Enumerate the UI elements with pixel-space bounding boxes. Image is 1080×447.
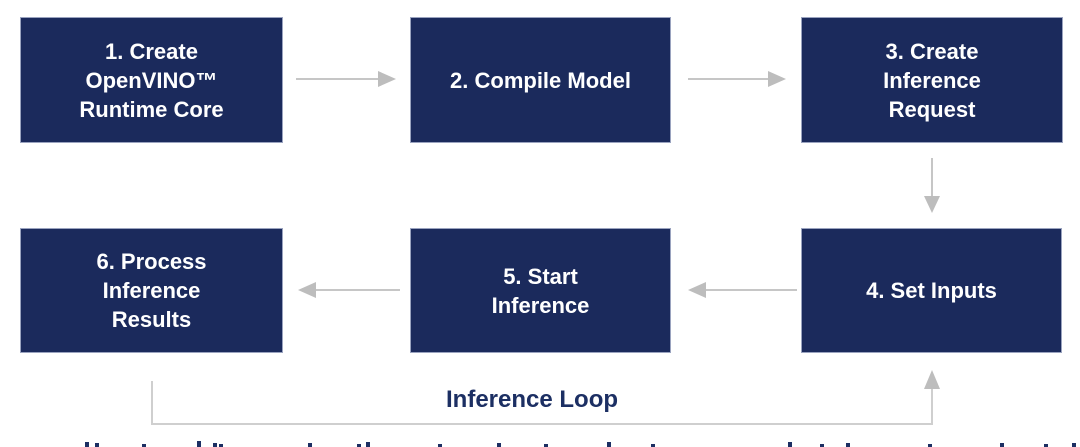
cropped-text-fragment <box>788 442 792 447</box>
arrow-step1-to-step2-icon <box>296 71 396 87</box>
cropped-text-fragment <box>213 443 217 447</box>
step-box-4-set-inputs: 4. Set Inputs <box>801 228 1062 353</box>
cropped-text-fragment <box>197 441 201 447</box>
step-box-1-text: 1. Create OpenVINO™ Runtime Core <box>79 37 223 124</box>
step-box-3-text: 3. Create Inference Request <box>883 37 981 124</box>
cropped-text-fragment <box>357 444 361 447</box>
step-label-line: Inference <box>491 292 590 318</box>
step-box-6-process-inference-results: 6. Process Inference Results <box>20 228 283 353</box>
arrow-step4-to-step5-icon <box>688 282 797 298</box>
cropped-text-fragment <box>142 444 146 447</box>
arrow-step2-to-step3-icon <box>688 71 786 87</box>
cropped-text-fragment <box>219 444 223 447</box>
arrow-step5-to-step6-icon <box>298 282 400 298</box>
cropped-text-fragment <box>95 443 99 447</box>
cropped-text-fragment <box>1044 444 1048 447</box>
step-box-2-text: 2. Compile Model <box>450 66 631 95</box>
inference-loop-label: Inference Loop <box>446 386 619 413</box>
cropped-text-fragment <box>85 442 89 447</box>
cropped-text-fragment <box>497 443 501 447</box>
step-box-2-compile-model: 2. Compile Model <box>410 17 671 143</box>
cropped-text-fragment <box>544 444 548 447</box>
cropped-text-fragments <box>0 439 1080 447</box>
step-box-3-create-inference-request: 3. Create Inference Request <box>801 17 1063 143</box>
cropped-text-fragment <box>928 444 932 447</box>
cropped-text-fragment <box>366 442 370 447</box>
arrow-step3-to-step4-icon <box>924 158 940 213</box>
cropped-text-fragment <box>438 444 442 447</box>
step-label-line: 6. Process <box>96 249 207 274</box>
step-label-line: Runtime Core <box>79 96 224 122</box>
step-label-line: Inference <box>883 67 981 93</box>
cropped-text-fragment <box>651 444 655 447</box>
cropped-text-fragment <box>820 444 824 447</box>
step-label-line: Inference <box>102 278 201 303</box>
cropped-text-fragment <box>846 443 850 447</box>
step-label-line: 3. Create <box>885 38 979 64</box>
step-box-1-create-openvino-runtime-core: 1. Create OpenVINO™ Runtime Core <box>20 17 283 143</box>
step-box-5-text: 5. Start Inference <box>492 262 590 320</box>
step-label-line: 5. Start <box>503 263 578 289</box>
step-label-line: Request <box>888 96 976 122</box>
step-label-line: OpenVINO™ <box>85 67 218 93</box>
cropped-text-fragment <box>308 443 312 447</box>
step-box-4-text: 4. Set Inputs <box>866 276 997 305</box>
cropped-text-fragment <box>1072 443 1076 447</box>
step-label-line: 4. Set Inputs <box>866 278 997 303</box>
step-box-5-start-inference: 5. Start Inference <box>410 228 671 353</box>
step-label-line: Results <box>111 307 192 332</box>
cropped-text-fragment <box>607 442 611 447</box>
step-label-line: 2. Compile Model <box>450 67 631 93</box>
step-box-6-text: 6. Process Inference Results <box>96 247 206 334</box>
step-label-line: 1. Create <box>105 38 198 64</box>
cropped-text-fragment <box>1000 443 1004 447</box>
